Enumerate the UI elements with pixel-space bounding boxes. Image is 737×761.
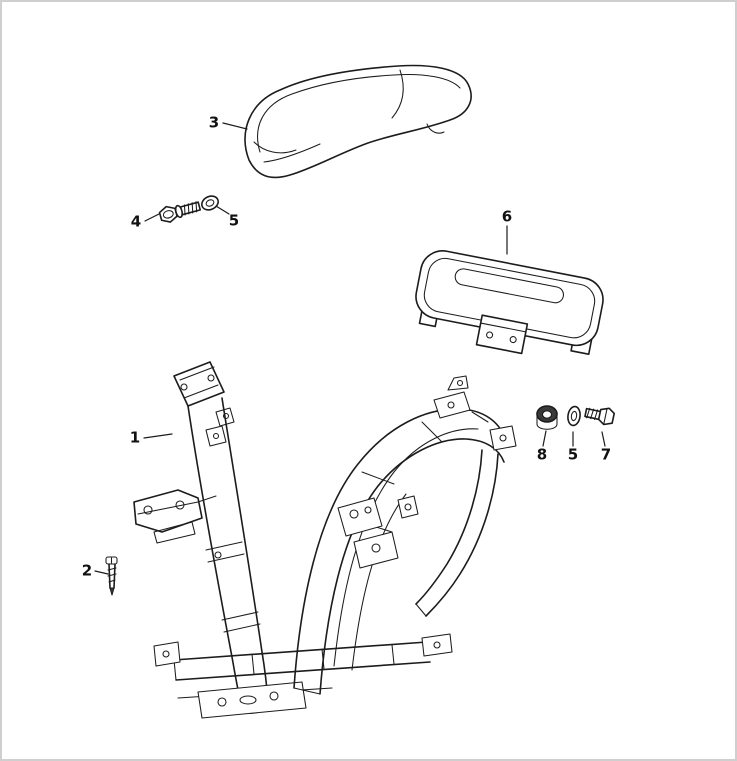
callout-frame-screw: 2 (81, 561, 93, 580)
callout-grommet: 8 (536, 445, 548, 464)
callout-carrier-bolt: 7 (600, 445, 612, 464)
rear-carrier (415, 250, 604, 356)
callout-seat-washer: 5 (228, 211, 240, 230)
callout-seat-bolt: 4 (130, 212, 142, 231)
callout-seat: 3 (208, 113, 220, 132)
frame-body (133, 361, 517, 719)
grommet (536, 405, 558, 430)
seat-bolt (158, 201, 202, 223)
carrier-washer (567, 405, 581, 427)
callout-carrier-washer: 5 (567, 445, 579, 464)
leader-lines (94, 122, 606, 575)
carrier-bolt (584, 407, 616, 426)
seat-washer (201, 195, 219, 211)
seat-part (244, 64, 472, 179)
callout-rear-carrier: 6 (501, 207, 513, 226)
callout-frame-body: 1 (129, 428, 141, 447)
frame-screw (105, 556, 118, 596)
